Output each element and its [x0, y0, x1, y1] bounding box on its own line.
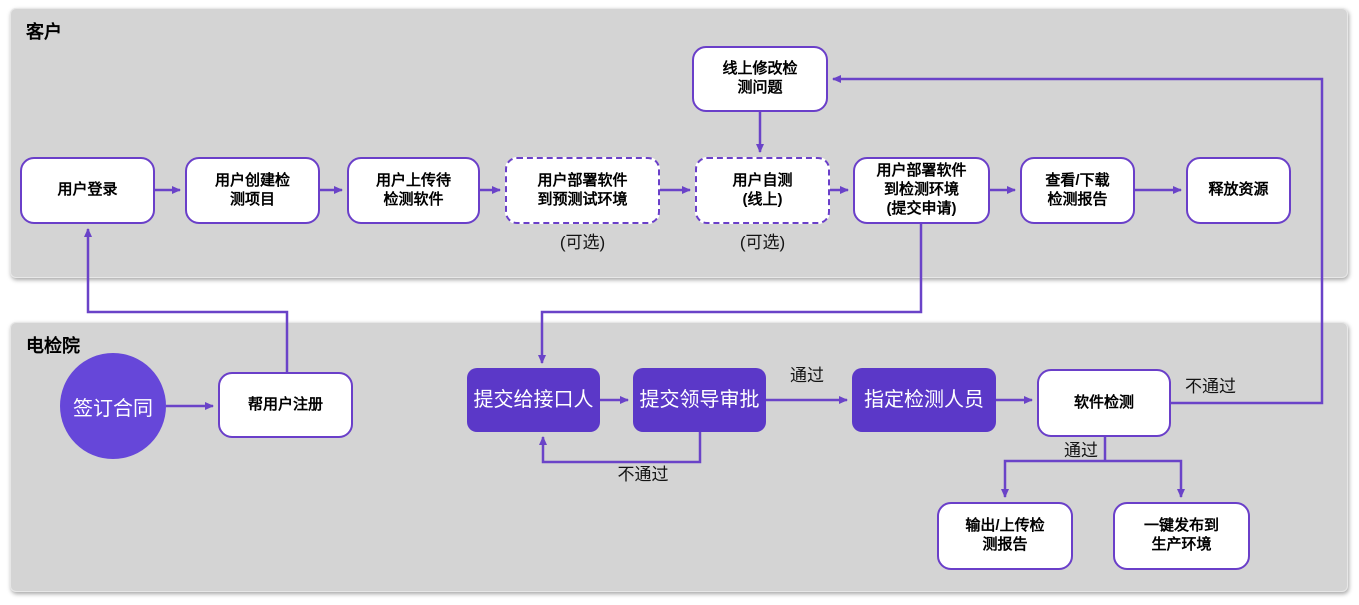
node-user-login-label: 用户登录: [57, 181, 118, 199]
node-create-project: 用户创建检 测项目: [185, 157, 320, 224]
node-deploy-pretest-label: 用户部署软件 到预测试环境: [537, 171, 628, 208]
edge-label-approval-pass: 通过: [790, 366, 824, 385]
node-submit-contact: 提交给接口人: [467, 368, 600, 432]
node-deploy-test-env-label: 用户部署软件 到检测环境 (提交申请): [876, 162, 967, 217]
lane-customer: 客户: [10, 8, 1348, 278]
node-online-fix-label: 线上修改检 测问题: [722, 60, 798, 96]
edge-label-approval-fail: 不通过: [617, 465, 669, 484]
node-submit-approval-label: 提交领导审批: [639, 389, 760, 411]
node-upload-software: 用户上传待 检测软件: [347, 157, 480, 224]
node-publish-production-label: 一键发布到 生产环境: [1143, 517, 1219, 553]
node-upload-software-label: 用户上传待 检测软件: [375, 171, 451, 208]
node-assign-testers: 指定检测人员: [852, 368, 996, 432]
node-publish-production: 一键发布到 生产环境: [1113, 502, 1250, 570]
optional-note-selftest: (可选): [739, 233, 786, 252]
optional-note-pretest: (可选): [559, 233, 606, 252]
node-register-user: 帮用户注册: [218, 372, 353, 438]
edge-label-testing-fail: 不通过: [1185, 377, 1236, 396]
node-deploy-pretest: 用户部署软件 到预测试环境: [505, 157, 660, 224]
lane-institute-label: 电检院: [26, 336, 80, 356]
edge-label-testing-pass: 通过: [1064, 441, 1098, 460]
node-view-report-label: 查看/下载 检测报告: [1045, 171, 1110, 208]
node-software-testing: 软件检测: [1037, 369, 1171, 437]
node-release-resources: 释放资源: [1186, 157, 1291, 224]
node-output-report: 输出/上传检 测报告: [937, 502, 1073, 570]
node-online-fix: 线上修改检 测问题: [692, 46, 828, 112]
node-register-user-label: 帮用户注册: [247, 395, 323, 413]
node-self-test-label: 用户自测 (线上): [732, 171, 793, 208]
node-create-project-label: 用户创建检 测项目: [214, 171, 290, 208]
node-self-test: 用户自测 (线上): [695, 157, 830, 224]
node-submit-contact-label: 提交给接口人: [473, 389, 594, 411]
node-sign-contract: 签订合同: [60, 353, 166, 459]
lane-customer-label: 客户: [26, 22, 62, 42]
node-software-testing-label: 软件检测: [1073, 393, 1134, 411]
node-output-report-label: 输出/上传检 测报告: [965, 517, 1045, 553]
node-submit-approval: 提交领导审批: [633, 368, 766, 432]
node-user-login: 用户登录: [20, 157, 155, 224]
node-view-report: 查看/下载 检测报告: [1020, 157, 1135, 224]
node-sign-contract-label: 签订合同: [73, 397, 153, 420]
node-deploy-test-env: 用户部署软件 到检测环境 (提交申请): [853, 157, 990, 224]
node-release-resources-label: 释放资源: [1208, 181, 1269, 199]
node-assign-testers-label: 指定检测人员: [864, 389, 984, 411]
